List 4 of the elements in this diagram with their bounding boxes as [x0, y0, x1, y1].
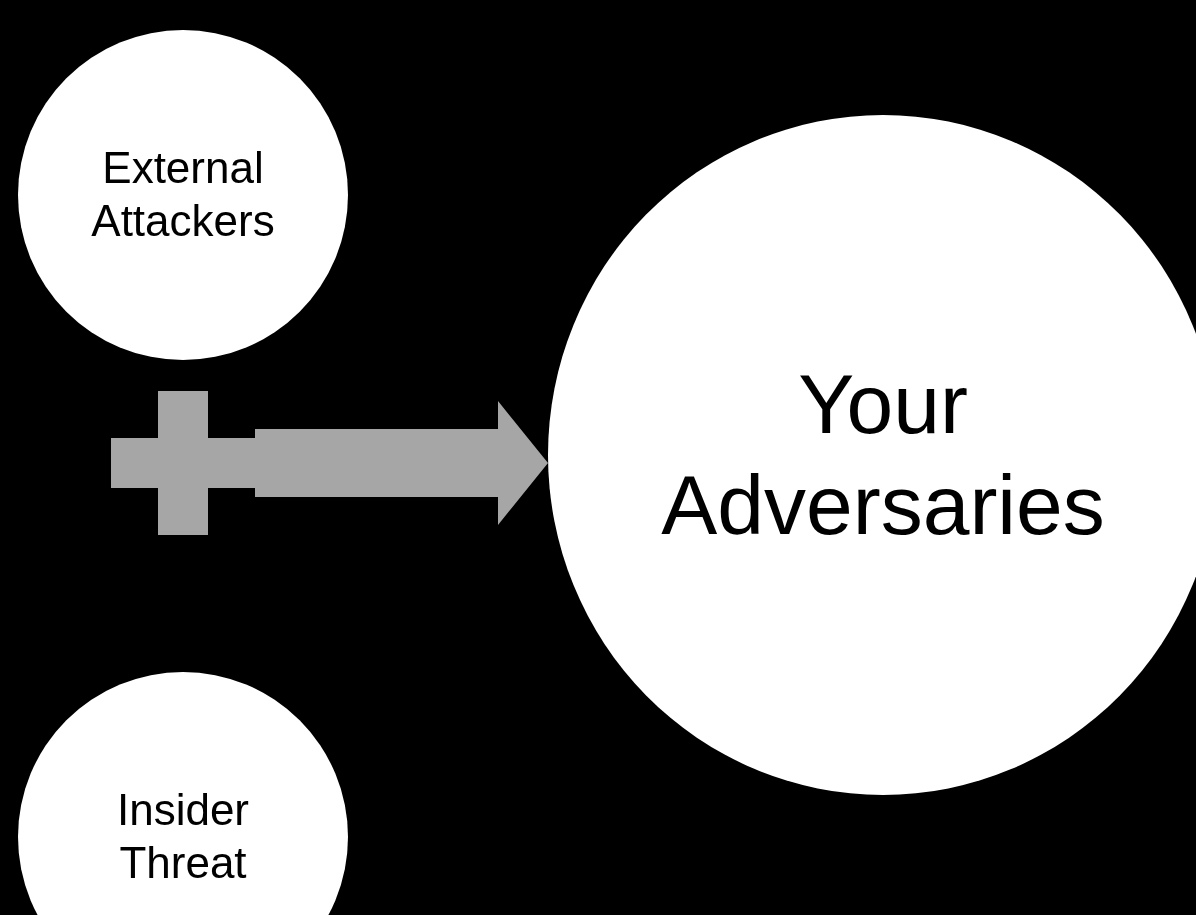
node-label: Insider Threat: [115, 784, 251, 889]
block-arrow: [255, 401, 548, 525]
node-label: Your Adversaries: [660, 356, 1106, 554]
node-label: External Attackers: [90, 142, 276, 247]
